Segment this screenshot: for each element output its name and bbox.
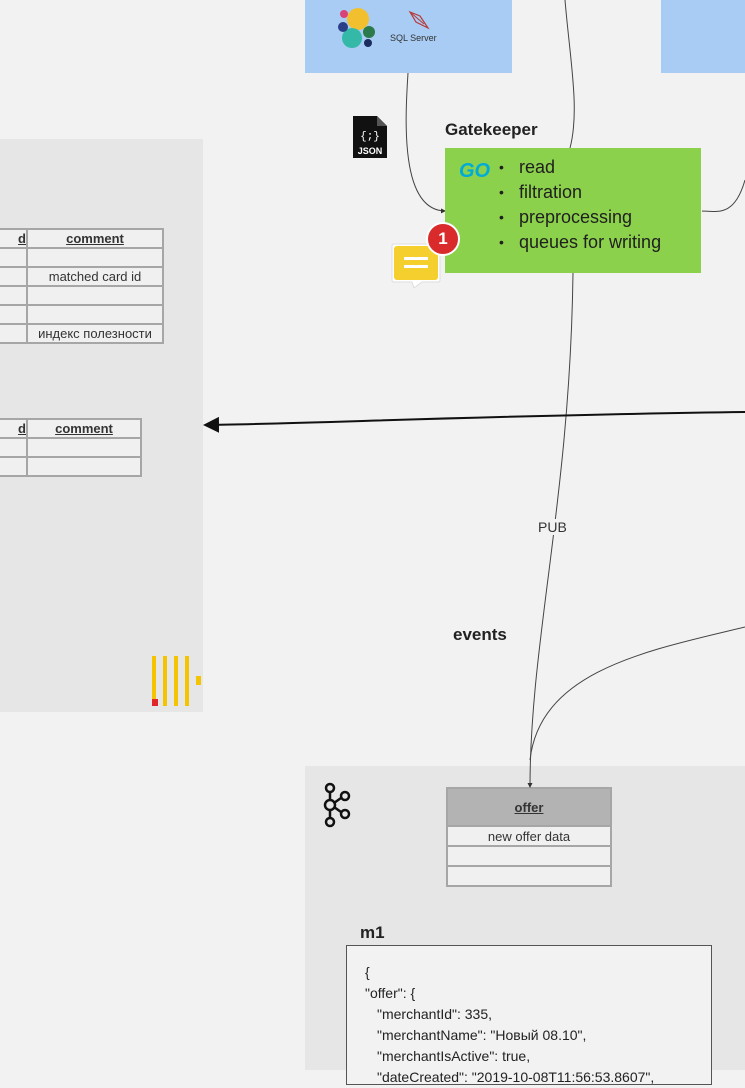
pub-label: PUB [536, 519, 569, 535]
table-header: comment [26, 418, 142, 439]
table-row [0, 304, 164, 325]
comment-count-badge[interactable]: 1 [426, 222, 460, 256]
gatekeeper-list: read filtration preprocessing queues for… [499, 155, 661, 255]
gatekeeper-box[interactable]: GO read filtration preprocessing queues … [445, 148, 701, 273]
list-item: queues for writing [499, 230, 661, 255]
table-row: new offer data [446, 825, 612, 847]
table-row: matched card id [0, 266, 164, 287]
elasticsearch-sqlserver-box[interactable] [305, 0, 512, 73]
code-line: "merchantId": 335, [377, 1006, 493, 1022]
events-label: events [453, 625, 507, 644]
badge-count: 1 [438, 229, 448, 248]
comment-icon[interactable] [390, 242, 442, 289]
left-table-1[interactable]: d comment matched card id индекс полезно… [0, 228, 164, 344]
code-line: "offer": { [365, 985, 416, 1001]
table-header: d [0, 418, 28, 439]
table-row [0, 247, 164, 268]
elasticsearch-icon [338, 8, 375, 48]
table-row [0, 437, 142, 458]
json-label: JSON [357, 146, 383, 156]
svg-text:{;}: {;} [360, 131, 380, 143]
gatekeeper-title: Gatekeeper [445, 120, 538, 139]
kafka-icon [323, 782, 351, 828]
offer-table[interactable]: offer new offer data [446, 787, 612, 887]
clickhouse-icon [152, 656, 201, 706]
m1-title: m1 [360, 923, 385, 942]
code-line: { [365, 964, 370, 980]
top-right-blue-box[interactable] [661, 0, 745, 73]
offer-table-header: offer [446, 787, 612, 827]
table-header: comment [26, 228, 164, 249]
go-icon: GO [459, 160, 491, 182]
left-table-2[interactable]: d comment [0, 418, 142, 477]
table-row: индекс полезности [0, 323, 164, 344]
table-row [446, 865, 612, 887]
list-item: read [499, 155, 661, 180]
table-row [446, 845, 612, 867]
list-item: filtration [499, 180, 661, 205]
sqlserver-label: SQL Server [390, 33, 437, 43]
m1-code-box[interactable]: { "offer": { "merchantId": 335, "merchan… [346, 945, 712, 1085]
list-item: preprocessing [499, 205, 661, 230]
table-row [0, 456, 142, 477]
sqlserver-icon [408, 10, 430, 30]
code-line: "merchantIsActive": true, [377, 1048, 531, 1064]
table-header: d [0, 228, 28, 249]
json-file-icon: {;} [353, 116, 387, 158]
table-row [0, 285, 164, 306]
code-line: "merchantName": "Новый 08.10", [377, 1027, 587, 1043]
code-line: "dateCreated": "2019-10-08T11:56:53.8607… [377, 1069, 655, 1085]
